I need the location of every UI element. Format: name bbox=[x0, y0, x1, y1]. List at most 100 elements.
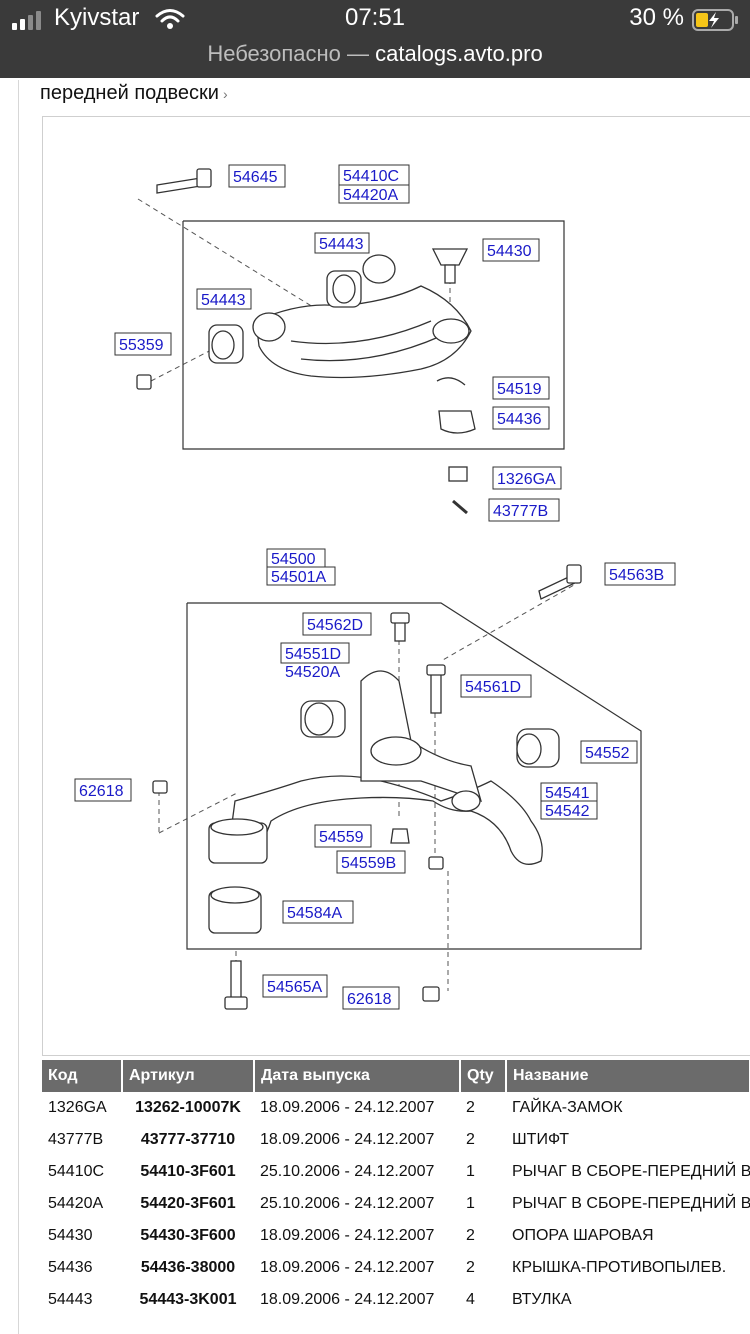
callout-54563b[interactable]: 54563B bbox=[604, 562, 676, 586]
signal-icon bbox=[12, 11, 41, 30]
callout-text: 54551D bbox=[285, 646, 341, 663]
battery-percent: 30 % bbox=[629, 4, 684, 31]
callout-54501a[interactable]: 54501A bbox=[266, 566, 336, 586]
callout-text: 62618 bbox=[79, 783, 124, 800]
callout-text: 54541 bbox=[545, 785, 590, 802]
callout-text: 54443 bbox=[201, 292, 246, 309]
callout-text: 54542 bbox=[545, 803, 590, 820]
cell-code: 43777B bbox=[48, 1131, 104, 1148]
cell-name: ШТИФТ bbox=[512, 1131, 569, 1148]
cell-date: 18.09.2006 - 24.12.2007 bbox=[260, 1291, 435, 1308]
callout-54551d[interactable]: 54551D bbox=[280, 642, 350, 664]
table-header-row: Код Артикул Дата выпуска Qty Название bbox=[42, 1060, 750, 1092]
callout-43777b[interactable]: 43777B bbox=[488, 498, 560, 522]
callout-text: 54520A bbox=[285, 664, 340, 681]
cell-date: 25.10.2006 - 24.12.2007 bbox=[260, 1195, 435, 1212]
column-header-article[interactable]: Артикул bbox=[122, 1060, 255, 1092]
callout-text: 43777B bbox=[493, 503, 548, 520]
table-row[interactable]: 54410C 54410-3F601 25.10.2006 - 24.12.20… bbox=[42, 1156, 750, 1188]
table-row[interactable]: 1326GA 13262-10007K 18.09.2006 - 24.12.2… bbox=[42, 1092, 750, 1124]
column-header-qty[interactable]: Qty bbox=[460, 1060, 507, 1092]
cell-article-link[interactable]: 54410-3F601 bbox=[140, 1163, 236, 1180]
cell-article-link[interactable]: 13262-10007K bbox=[135, 1099, 241, 1116]
callout-text: 54565A bbox=[267, 979, 322, 996]
suspension-diagram-svg: 54645 54410C 54420A 54443 54430 54443 55… bbox=[74, 164, 676, 1010]
callout-54541[interactable]: 54541 bbox=[540, 782, 598, 802]
cell-code: 54436 bbox=[48, 1259, 93, 1276]
callout-54562d[interactable]: 54562D bbox=[302, 612, 372, 636]
callout-62618-b[interactable]: 62618 bbox=[342, 986, 400, 1010]
callout-text: 54559B bbox=[341, 855, 396, 872]
callout-54520a[interactable]: 54520A bbox=[285, 664, 340, 681]
insecure-label: Небезопасно — bbox=[207, 41, 370, 66]
callout-text: 54500 bbox=[271, 551, 316, 568]
cell-date: 25.10.2006 - 24.12.2007 bbox=[260, 1163, 435, 1180]
cell-article-link[interactable]: 54420-3F601 bbox=[140, 1195, 236, 1212]
cell-article-link[interactable]: 43777-37710 bbox=[140, 1131, 236, 1148]
status-bar: Kyivstar 07:51 30 % bbox=[0, 0, 750, 40]
table-row[interactable]: 43777B 43777-37710 18.09.2006 - 24.12.20… bbox=[42, 1124, 750, 1156]
callout-54443-b[interactable]: 54443 bbox=[196, 288, 252, 310]
callout-text: 54563B bbox=[609, 567, 664, 584]
callout-55359[interactable]: 55359 bbox=[114, 332, 172, 356]
cell-qty: 2 bbox=[466, 1227, 475, 1244]
cell-code: 54410C bbox=[48, 1163, 105, 1180]
cell-code: 54420A bbox=[48, 1195, 104, 1212]
callout-54410c[interactable]: 54410C bbox=[338, 164, 410, 186]
callout-text: 54436 bbox=[497, 411, 542, 428]
column-header-name[interactable]: Название bbox=[506, 1060, 750, 1092]
callout-54552[interactable]: 54552 bbox=[580, 740, 638, 764]
clock-time: 07:51 bbox=[344, 4, 406, 31]
cell-name: ГАЙКА-ЗАМОК bbox=[512, 1099, 623, 1116]
table-row[interactable]: 54443 54443-3K001 18.09.2006 - 24.12.200… bbox=[42, 1284, 750, 1316]
callout-text: 54561D bbox=[465, 679, 521, 696]
cell-qty: 2 bbox=[466, 1259, 475, 1276]
callout-text: 62618 bbox=[347, 991, 392, 1008]
column-header-code[interactable]: Код bbox=[42, 1060, 123, 1092]
callout-text: 54559 bbox=[319, 829, 364, 846]
cell-qty: 4 bbox=[466, 1291, 475, 1308]
cell-article-link[interactable]: 54430-3F600 bbox=[140, 1227, 236, 1244]
column-header-date[interactable]: Дата выпуска bbox=[254, 1060, 461, 1092]
cell-code: 54430 bbox=[48, 1227, 93, 1244]
callout-54436[interactable]: 54436 bbox=[492, 406, 550, 430]
chevron-right-icon: › bbox=[222, 86, 228, 102]
table-row[interactable]: 54430 54430-3F600 18.09.2006 - 24.12.200… bbox=[42, 1220, 750, 1252]
callout-54500[interactable]: 54500 bbox=[266, 548, 326, 568]
callout-54559b[interactable]: 54559B bbox=[336, 850, 406, 874]
callout-54542[interactable]: 54542 bbox=[540, 800, 598, 820]
callout-text: 54430 bbox=[487, 243, 532, 260]
cell-article-link[interactable]: 54436-38000 bbox=[140, 1259, 236, 1276]
callout-54430[interactable]: 54430 bbox=[482, 238, 540, 262]
address-bar[interactable]: Небезопасно — catalogs.avto.pro bbox=[0, 40, 750, 78]
cell-qty: 1 bbox=[466, 1163, 475, 1180]
assembly-frames bbox=[182, 220, 642, 950]
cell-qty: 1 bbox=[466, 1195, 475, 1212]
table-row[interactable]: 54436 54436-38000 18.09.2006 - 24.12.200… bbox=[42, 1252, 750, 1284]
callout-54519[interactable]: 54519 bbox=[492, 376, 550, 400]
cell-article-link[interactable]: 54443-3K001 bbox=[139, 1291, 237, 1308]
callout-text: 54562D bbox=[307, 617, 363, 634]
callout-text: 54410C bbox=[343, 168, 399, 185]
table-row[interactable]: 54420A 54420-3F601 25.10.2006 - 24.12.20… bbox=[42, 1188, 750, 1220]
breadcrumb[interactable]: передней подвески› bbox=[40, 82, 228, 105]
site-host: catalogs.avto.pro bbox=[375, 41, 543, 66]
upper-control-arm bbox=[136, 168, 476, 515]
callout-54565a[interactable]: 54565A bbox=[262, 974, 328, 998]
cell-name: РЫЧАГ В СБОРЕ-ПЕРЕДНИЙ ВЕ bbox=[512, 1163, 750, 1180]
callout-54420a[interactable]: 54420A bbox=[338, 184, 410, 204]
callout-54443-a[interactable]: 54443 bbox=[314, 232, 370, 254]
battery-charging-icon bbox=[692, 9, 738, 31]
callout-1326ga[interactable]: 1326GA bbox=[492, 466, 562, 490]
callout-54559[interactable]: 54559 bbox=[314, 824, 372, 848]
callout-text: 54645 bbox=[233, 169, 278, 186]
callout-62618-a[interactable]: 62618 bbox=[74, 778, 132, 802]
callout-labels: 54645 54410C 54420A 54443 54430 54443 55… bbox=[74, 164, 676, 1010]
callout-text: 54519 bbox=[497, 381, 542, 398]
callout-text: 54420A bbox=[343, 187, 398, 204]
callout-54645[interactable]: 54645 bbox=[228, 164, 286, 188]
callout-54584a[interactable]: 54584A bbox=[282, 900, 354, 924]
callout-54561d[interactable]: 54561D bbox=[460, 674, 532, 698]
cell-name: ОПОРА ШАРОВАЯ bbox=[512, 1227, 654, 1244]
wifi-icon bbox=[155, 9, 185, 29]
